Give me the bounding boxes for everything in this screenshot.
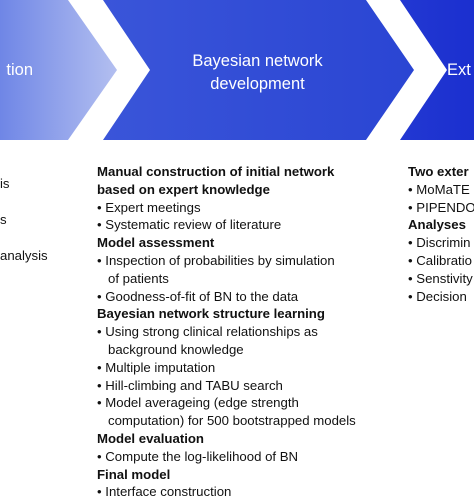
left-line: analysis: [0, 247, 48, 263]
chevron-2-label: Bayesian network development: [150, 50, 365, 96]
chevron-arrows: [0, 0, 474, 140]
chevron-step-1: [0, 0, 117, 140]
list-item: • Interface construction: [97, 484, 232, 500]
list-item: • Discrimin: [408, 235, 471, 251]
process-banner: tion Bayesian network development Ext: [0, 0, 474, 150]
chevron-step-2: [103, 0, 414, 140]
list-item: • Expert meetings: [97, 199, 201, 215]
middle-column: Manual construction of initial network b…: [97, 163, 356, 501]
section-heading: Two exter: [408, 164, 469, 179]
section-heading: Manual construction of initial network: [97, 164, 335, 179]
section-heading: based on expert knowledge: [97, 181, 270, 197]
list-item: • Decision: [408, 288, 467, 304]
list-item: • Calibratio: [408, 252, 472, 268]
list-item: • Using strong clinical relationships as: [97, 324, 318, 340]
chevron-2-label-line1: Bayesian network: [192, 52, 323, 70]
list-item: • MoMaTE: [408, 181, 470, 197]
list-item-continuation: of patients: [108, 270, 169, 286]
section-heading: Final model: [97, 466, 171, 482]
list-item: • Hill-climbing and TABU search: [97, 377, 283, 393]
chevron-2-label-line2: development: [210, 75, 305, 93]
list-item: • Goodness-of-fit of BN to the data: [97, 288, 299, 304]
list-item: • Senstivity: [408, 270, 473, 286]
list-item: • Multiple imputation: [97, 359, 216, 375]
list-item-continuation: computation) for 500 bootstrapped models: [108, 413, 356, 429]
left-column: is s analysis: [0, 175, 48, 264]
list-item: • PIPENDO: [408, 199, 474, 215]
list-item: • Compute the log-likelihood of BN: [97, 448, 299, 464]
chevron-step-3: [400, 0, 474, 140]
right-column: Two exter • MoMaTE • PIPENDO Analyses • …: [408, 163, 474, 305]
list-item: • Inspection of probabilities by simulat…: [97, 252, 335, 268]
section-heading: Bayesian network structure learning: [97, 306, 325, 322]
list-item-continuation: background knowledge: [108, 341, 244, 357]
section-heading: Model evaluation: [97, 430, 204, 446]
left-line: is: [0, 176, 10, 191]
left-line: s: [0, 211, 7, 227]
list-item: • Systematic review of literature: [97, 217, 282, 233]
chevron-3-label: Ext: [447, 61, 471, 79]
section-heading: Model assessment: [97, 235, 215, 251]
section-heading: Analyses: [408, 217, 466, 233]
chevron-1-label: tion: [6, 61, 33, 79]
list-item: • Model averageing (edge strength: [97, 395, 299, 411]
